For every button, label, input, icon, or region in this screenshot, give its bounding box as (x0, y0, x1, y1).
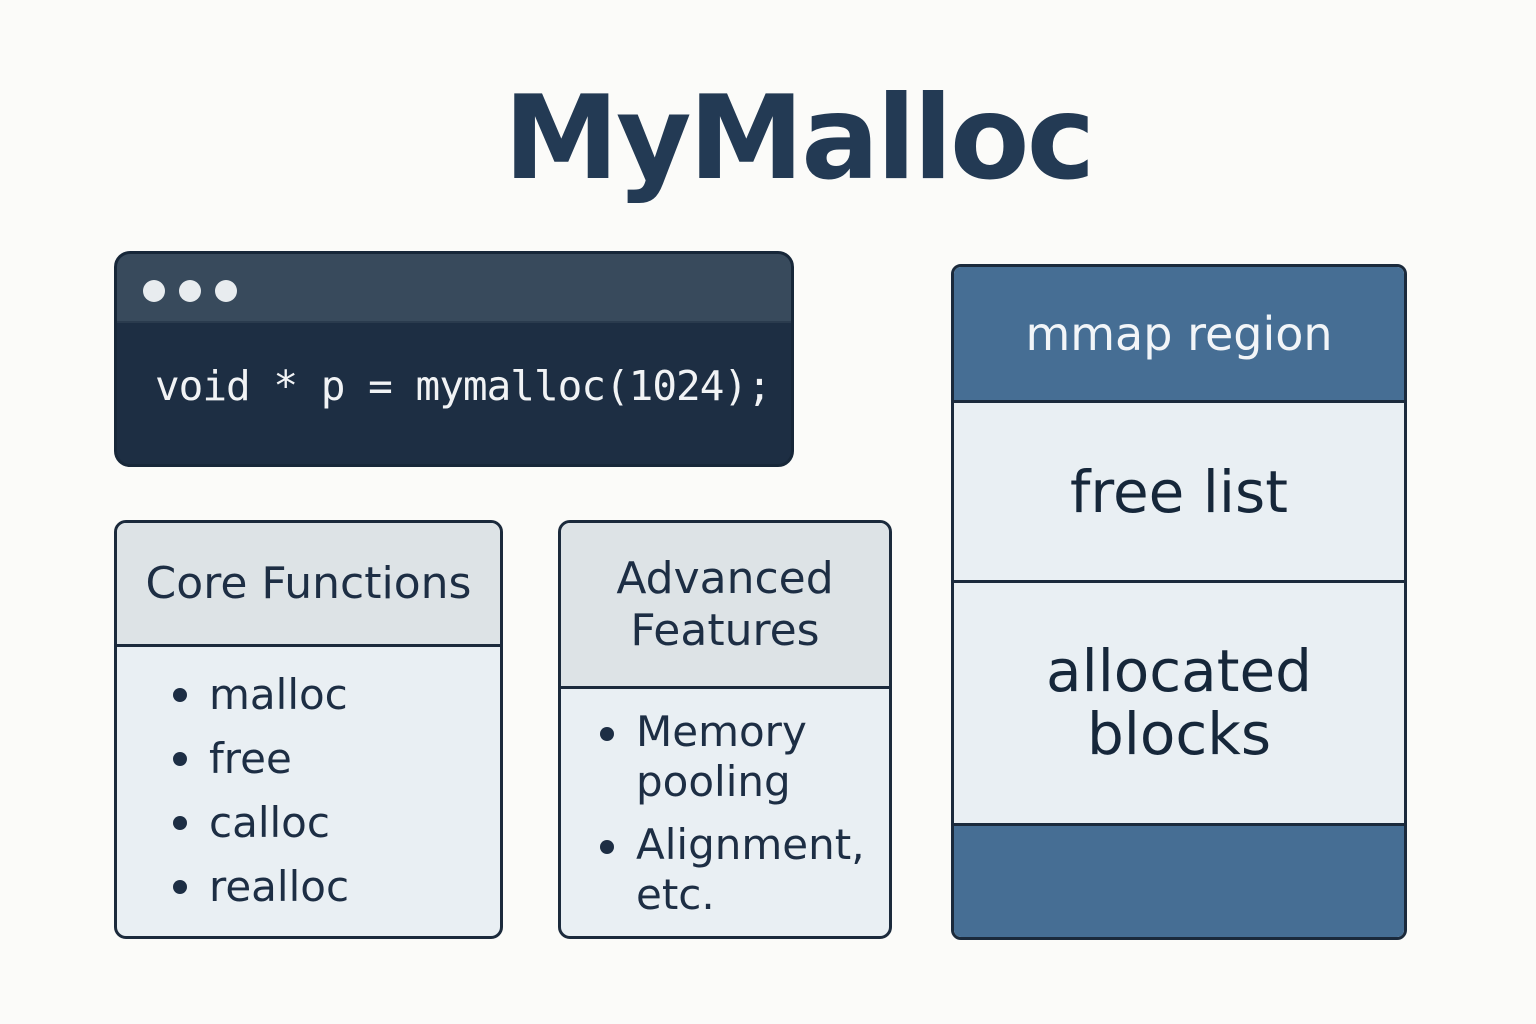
core-functions-heading: Core Functions (117, 523, 500, 647)
code-terminal: void * p = mymalloc(1024); (114, 251, 794, 467)
list-item: Memory pooling (600, 707, 876, 806)
list-item: realloc (172, 855, 349, 919)
list-item: free (172, 727, 349, 791)
mmap-region-header: mmap region (954, 267, 1404, 403)
list-item: Alignment, etc. (600, 820, 876, 919)
heading-line: Features (630, 604, 820, 656)
advanced-features-heading: Advanced Features (561, 523, 889, 689)
list-item: calloc (172, 791, 349, 855)
heading-line: Advanced (616, 552, 834, 604)
window-dot-icon (143, 280, 165, 302)
list-item-line: Memory (636, 707, 807, 756)
page-title: MyMalloc (503, 71, 1096, 206)
list-item-line: pooling (636, 756, 791, 806)
terminal-title-bar (117, 254, 791, 323)
memory-layout-diagram: mmap region free list allocated blocks (951, 264, 1407, 940)
list-item-line: Alignment, (636, 820, 865, 870)
segment-label-line: allocated (1046, 637, 1312, 706)
list-item-line: etc. (636, 869, 715, 919)
list-item: malloc (172, 663, 349, 727)
allocated-blocks-segment: allocated blocks (954, 583, 1404, 826)
window-dot-icon (179, 280, 201, 302)
core-functions-card: Core Functions malloc free calloc reallo… (114, 520, 503, 939)
segment-label-line: blocks (1086, 700, 1272, 768)
core-functions-list: malloc free calloc realloc (172, 663, 349, 919)
advanced-features-card: Advanced Features Memory pooling Alignme… (558, 520, 892, 939)
code-snippet: void * p = mymalloc(1024); (155, 362, 772, 410)
free-list-segment: free list (954, 403, 1404, 583)
advanced-features-list: Memory pooling Alignment, etc. (600, 707, 876, 933)
mmap-region-footer (954, 826, 1404, 937)
window-dot-icon (215, 280, 237, 302)
